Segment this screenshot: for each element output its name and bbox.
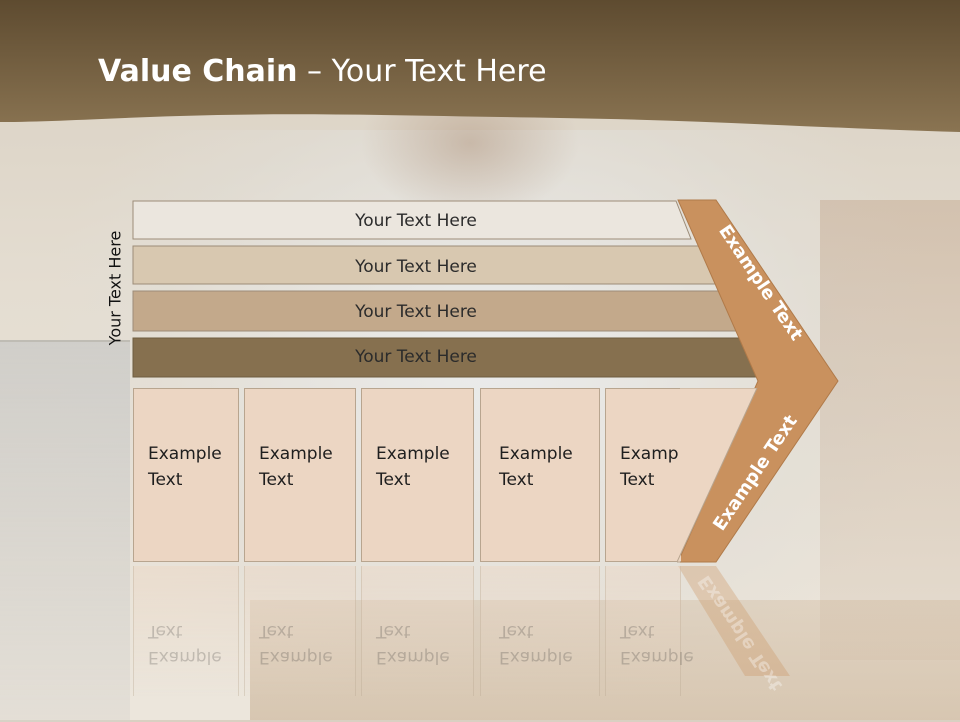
activity-box-2-line2: Text	[259, 470, 294, 490]
activity-box-1-line1: Example	[148, 444, 222, 464]
activity-box-3-reflection-line2: Text	[376, 621, 411, 641]
activity-box-5-line1: Example	[620, 444, 694, 464]
activity-box-4-reflection-line2: Text	[499, 621, 534, 641]
activity-box-2-reflection-line1: Example	[259, 647, 333, 667]
activity-box-1-line2: Text	[148, 470, 183, 490]
activity-box-3-reflection: Example Text	[361, 566, 474, 696]
activity-box-4-reflection-text: Example Text	[499, 618, 594, 670]
support-bar-1-label: Your Text Here	[354, 211, 477, 231]
activity-box-3-line1: Example	[376, 444, 450, 464]
activity-box-2-reflection-line2: Text	[259, 621, 294, 641]
activity-box-4-reflection: Example Text	[480, 566, 600, 696]
activity-box-1-reflection-line1: Example	[148, 647, 222, 667]
header-banner	[0, 0, 960, 132]
activity-box-2-reflection-text: Example Text	[259, 618, 354, 670]
activity-box-5-reflection-line1: Example	[620, 647, 694, 667]
activity-box-1-reflection: Example Text	[133, 566, 239, 696]
slide-title: Value Chain – Your Text Here	[98, 54, 547, 89]
activity-box-2-line1: Example	[259, 444, 333, 464]
activity-box-2-reflection: Example Text	[244, 566, 356, 696]
activity-box-5-reflection: Example Text	[605, 566, 694, 696]
activity-box-5-reflection-text: Example Text	[620, 618, 715, 670]
activity-box-4-line1: Example	[499, 444, 573, 464]
activity-box-5-line2: Text	[620, 470, 655, 490]
activity-box-1-reflection-line2: Text	[148, 621, 183, 641]
support-bar-2-label: Your Text Here	[354, 257, 477, 277]
slide-title-rest: – Your Text Here	[297, 54, 547, 89]
activity-box-5-reflection-line2: Text	[620, 621, 655, 641]
activity-box-4-reflection-line1: Example	[499, 647, 573, 667]
activity-box-4-line2: Text	[499, 470, 534, 490]
activity-box-3-reflection-line1: Example	[376, 647, 450, 667]
support-bar-1	[132, 200, 692, 240]
margin-chevron-reflection	[678, 566, 790, 676]
activity-box-1-reflection-text: Example Text	[148, 618, 243, 670]
activity-box-5-extension	[676, 388, 758, 563]
support-bar-4-label: Your Text Here	[354, 347, 477, 367]
activity-box-3-reflection-text: Example Text	[376, 618, 471, 670]
slide-title-bold: Value Chain	[98, 54, 298, 89]
support-bar-3-label: Your Text Here	[354, 302, 477, 322]
activity-box-3-line2: Text	[376, 470, 411, 490]
